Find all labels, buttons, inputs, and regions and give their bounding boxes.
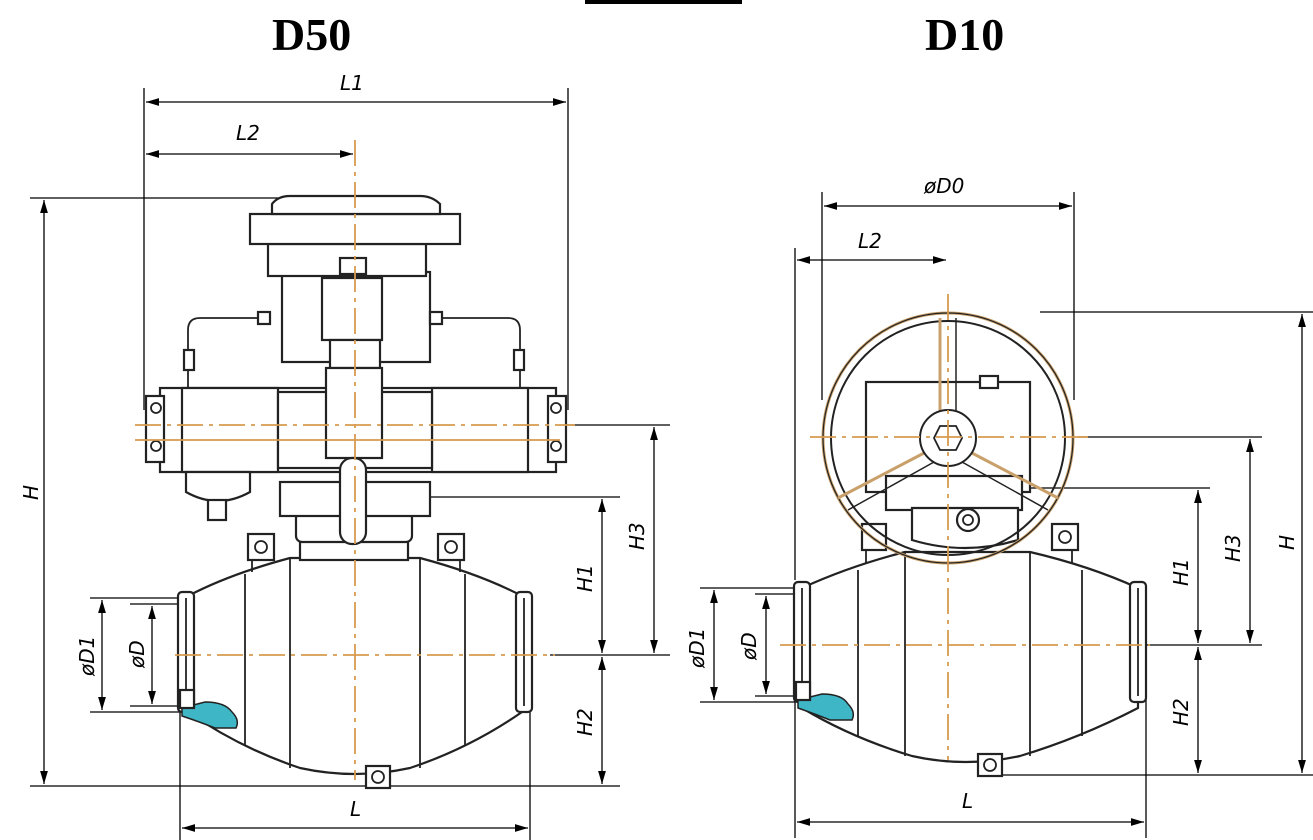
label-D-right: øD xyxy=(737,632,761,661)
label-H3: H3 xyxy=(625,522,649,550)
right-valve-drawing xyxy=(700,192,1313,838)
label-L-right: L xyxy=(962,789,973,813)
label-H2-right: H2 xyxy=(1169,698,1193,726)
left-filter xyxy=(184,470,252,502)
left-valve-drawing xyxy=(30,88,670,840)
label-L1: L1 xyxy=(340,71,364,95)
label-L2-right: L2 xyxy=(858,229,882,253)
label-H: H xyxy=(19,485,43,500)
label-H1: H1 xyxy=(573,564,597,592)
left-bottom-plug xyxy=(364,764,392,790)
label-H1-right: H1 xyxy=(1169,558,1193,586)
left-weld-lip xyxy=(178,688,196,710)
label-D: øD xyxy=(125,640,149,669)
left-lug-1 xyxy=(246,532,276,562)
right-drawing-title: D10 xyxy=(925,9,1005,60)
label-L: L xyxy=(350,797,361,821)
label-H-right: H xyxy=(1275,535,1299,550)
right-bottom-plug xyxy=(976,752,1004,778)
label-D1: øD1 xyxy=(75,636,99,677)
left-stem-housing xyxy=(324,366,384,460)
label-H2: H2 xyxy=(573,708,597,736)
left-positioner-cap xyxy=(270,194,442,216)
right-weld-detail xyxy=(797,693,855,721)
top-rule xyxy=(585,0,742,4)
right-valve-body xyxy=(800,550,1140,764)
left-drawing-title: D50 xyxy=(272,9,352,60)
label-D1-right: øD1 xyxy=(685,628,709,669)
label-D0-right: øD0 xyxy=(923,174,964,198)
right-lug-2 xyxy=(1050,522,1080,552)
left-stem xyxy=(338,456,368,546)
left-lug-2 xyxy=(436,532,466,562)
left-weld-detail xyxy=(181,701,239,729)
label-L2: L2 xyxy=(236,121,260,145)
right-weld-lip xyxy=(794,680,812,702)
label-H3-right: H3 xyxy=(1221,534,1245,562)
